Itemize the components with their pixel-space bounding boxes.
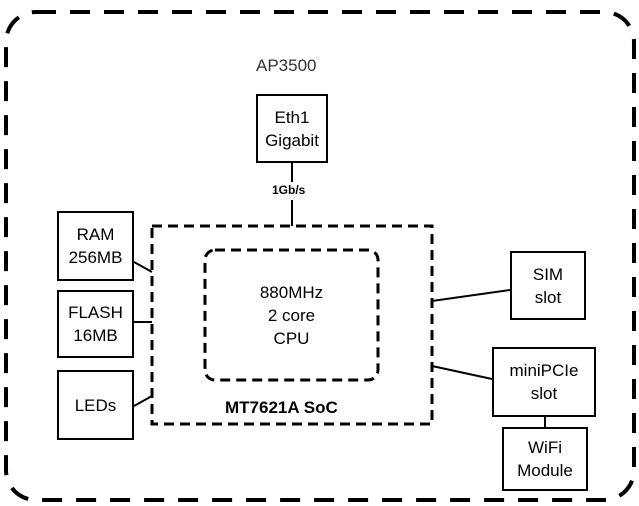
minipcie-slot-block: miniPCIe slot (492, 347, 596, 417)
ram-size: 256MB (68, 248, 123, 267)
minipcie-slot-label: slot (530, 384, 558, 403)
device-title: AP3500 (256, 56, 317, 75)
cpu-frequency: 880MHz (259, 282, 324, 302)
leds-block: LEDs (57, 370, 134, 440)
eth1-port-block: Eth1 Gigabit (256, 94, 328, 163)
flash-label: FLASH (68, 303, 123, 322)
flash-block: FLASH 16MB (57, 290, 134, 358)
ram-label: RAM (76, 225, 115, 244)
cpu-outline (203, 248, 380, 382)
eth1-label: Eth1 (274, 107, 310, 127)
ram-connector (133, 261, 153, 273)
eth1-type: Gigabit (265, 130, 319, 150)
cpu-cores: 2 core (267, 305, 316, 325)
wifi-module-block: WiFi Module (502, 427, 588, 491)
sim-label: SIM (532, 264, 564, 284)
sim-slot-block: SIM slot (510, 251, 586, 320)
cpu-block: 880MHz 2 core CPU (212, 258, 371, 372)
flash-size: 16MB (73, 326, 118, 345)
leds-label: LEDs (74, 395, 117, 415)
eth-speed-label: 1Gb/s (272, 183, 306, 197)
wifi-label: WiFi (528, 438, 562, 457)
wifi-module-label: Module (517, 461, 573, 480)
soc-outline (150, 224, 434, 426)
sim-slot-label: slot (534, 287, 562, 307)
device-outline (4, 10, 636, 502)
ram-block: RAM 256MB (57, 211, 134, 281)
cpu-label: CPU (273, 328, 310, 348)
minipcie-connector (431, 365, 493, 380)
sim-connector (431, 289, 511, 302)
leds-connector (133, 395, 153, 407)
soc-label: MT7621A SoC (225, 398, 338, 417)
minipcie-label: miniPCIe (509, 361, 579, 380)
